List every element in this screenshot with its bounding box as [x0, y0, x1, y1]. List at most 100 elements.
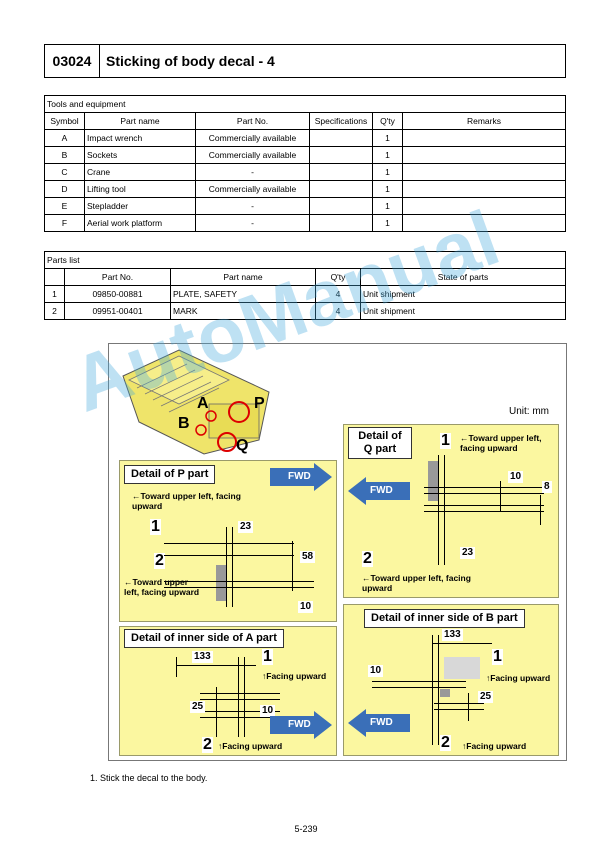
- p-part-title: Detail of P part: [124, 465, 216, 484]
- table-cell: B: [44, 146, 85, 164]
- table-cell: [309, 197, 373, 215]
- dim-line: [438, 455, 439, 565]
- b-decal-1: 1: [492, 648, 503, 665]
- col-header: Q'ty: [372, 112, 403, 130]
- p-part-panel: Detail of P part FWD ←Toward upper left,…: [119, 460, 337, 622]
- fwd-label: FWD: [288, 719, 311, 730]
- table-cell: MARK: [170, 302, 316, 320]
- dim-line: [164, 543, 294, 544]
- dim-line: [424, 493, 544, 494]
- dim-line: [500, 481, 501, 511]
- table-cell: 1: [372, 129, 403, 147]
- decal-plate: [216, 565, 226, 601]
- table-cell: Crane: [84, 163, 196, 181]
- dim-line: [176, 665, 256, 666]
- dim-line: [232, 527, 233, 607]
- decal-plate: [428, 461, 438, 501]
- table-cell: Commercially available: [195, 129, 310, 147]
- dim-line: [444, 455, 445, 565]
- table-cell: 1: [372, 163, 403, 181]
- q-note-2: ←Toward upper left, facing upward: [362, 573, 471, 593]
- a-dim-133: 133: [192, 651, 213, 663]
- table-cell: PLATE, SAFETY: [170, 285, 316, 303]
- dim-line: [200, 699, 280, 700]
- table-cell: Unit shipment: [360, 285, 566, 303]
- parts-caption: Parts list: [44, 251, 566, 269]
- tools-table: Tools and equipment Symbol Part name Par…: [44, 95, 566, 232]
- dim-line: [176, 657, 177, 677]
- col-header: Q'ty: [315, 268, 361, 286]
- p-dim-58: 58: [300, 551, 316, 563]
- p-dim-10: 10: [298, 601, 314, 613]
- col-header: [44, 268, 65, 286]
- label-b: B: [178, 415, 190, 432]
- q-part-panel: Detail of Q part 1 ←Toward upper left, f…: [343, 424, 559, 598]
- table-cell: C: [44, 163, 85, 181]
- dim-line: [164, 587, 314, 588]
- p-decal-2: 2: [154, 552, 165, 569]
- b-part-panel: Detail of inner side of B part 133 1 ↑Fa…: [343, 604, 559, 756]
- table-cell: Aerial work platform: [84, 214, 196, 232]
- dim-line: [164, 581, 314, 582]
- fwd-label: FWD: [370, 485, 393, 496]
- table-cell: [309, 129, 373, 147]
- tools-caption: Tools and equipment: [44, 95, 566, 113]
- dim-line: [468, 693, 469, 721]
- table-cell: Stepladder: [84, 197, 196, 215]
- q-dim-10: 10: [508, 471, 524, 483]
- table-cell: Sockets: [84, 146, 196, 164]
- table-cell: Impact wrench: [84, 129, 196, 147]
- table-cell: 1: [372, 146, 403, 164]
- a-dim-25: 25: [190, 701, 206, 713]
- section-code: 03024: [45, 45, 100, 77]
- p-note-1: ←Toward upper left, facing upward: [132, 491, 241, 511]
- b-dim-133: 133: [442, 629, 463, 641]
- dim-line: [244, 657, 245, 737]
- a-note-2: ↑Facing upward: [218, 741, 283, 751]
- table-cell: 1: [372, 214, 403, 232]
- label-p: P: [254, 395, 265, 412]
- table-cell: [309, 180, 373, 198]
- machine-overview-image: [122, 349, 270, 455]
- dim-line: [434, 703, 484, 704]
- dim-line: [372, 687, 466, 688]
- a-note-1: ↑Facing upward: [262, 671, 327, 681]
- fwd-label: FWD: [288, 471, 311, 482]
- b-note-1: ↑Facing upward: [486, 673, 551, 683]
- fwd-arrow-icon: [348, 477, 410, 505]
- fwd-arrow-icon: [270, 711, 332, 739]
- dim-line: [540, 495, 541, 525]
- q-part-title: Detail of Q part: [348, 427, 412, 459]
- decal-mark: [440, 689, 450, 697]
- b-dim-25: 25: [478, 691, 494, 703]
- fwd-label: FWD: [370, 717, 393, 728]
- col-header: Part name: [84, 112, 196, 130]
- table-cell: 09850-00881: [64, 285, 171, 303]
- table-cell: [402, 197, 566, 215]
- table-cell: Lifting tool: [84, 180, 196, 198]
- table-cell: [402, 129, 566, 147]
- table-cell: Unit shipment: [360, 302, 566, 320]
- table-cell: [402, 146, 566, 164]
- dim-line: [424, 505, 544, 506]
- table-cell: 1: [372, 197, 403, 215]
- dim-line: [372, 681, 466, 682]
- dim-line: [424, 511, 544, 512]
- table-cell: F: [44, 214, 85, 232]
- q-dim-8: 8: [542, 481, 552, 493]
- p-decal-1: 1: [150, 518, 161, 535]
- dim-line: [424, 487, 544, 488]
- table-cell: 4: [315, 285, 361, 303]
- dim-line: [432, 635, 433, 745]
- b-part-title: Detail of inner side of B part: [364, 609, 525, 628]
- section-title: Sticking of body decal - 4: [106, 53, 275, 69]
- col-header: Part name: [170, 268, 316, 286]
- decal-plate: [444, 657, 480, 679]
- fwd-arrow-icon: [348, 709, 410, 737]
